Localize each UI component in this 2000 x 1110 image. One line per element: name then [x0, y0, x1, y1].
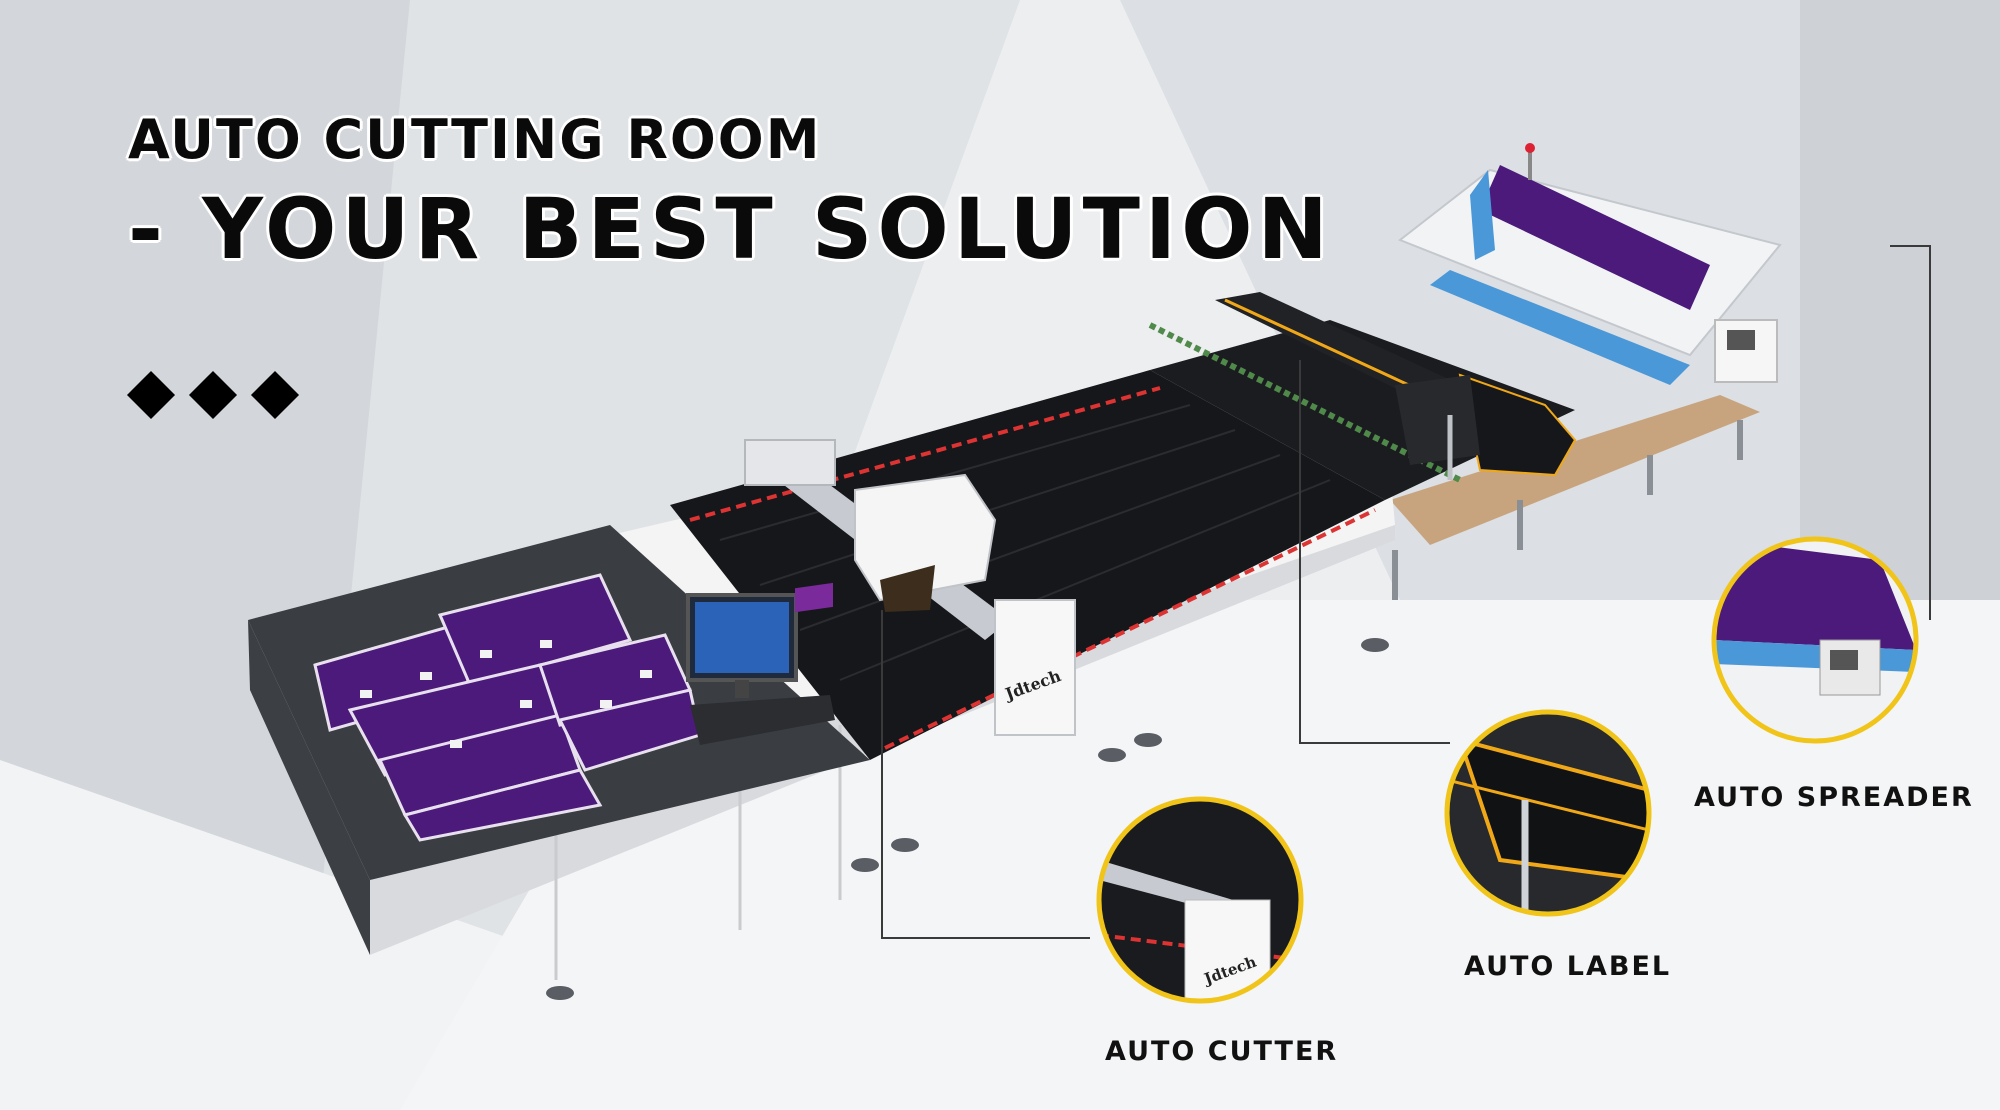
table-foot [1134, 733, 1162, 747]
cutting-conveyor [670, 370, 1385, 760]
auto-cutter-label: AUTO CUTTER [1105, 1036, 1339, 1067]
auto-label-label: AUTO LABEL [1464, 951, 1672, 982]
workstation-keyboard [690, 695, 835, 745]
spreader-control-panel [1714, 319, 1778, 383]
spreader-detail-circle [1711, 536, 1919, 744]
background-panel-far-right [1800, 0, 2000, 600]
cutter-detail-circle: Jdtech [1096, 796, 1304, 1004]
headline-line-2: - YOUR BEST SOLUTION [128, 180, 1333, 278]
cutter-carriage [994, 599, 1076, 736]
headline-line-1: AUTO CUTTING ROOM [128, 108, 822, 171]
label-leader-line [1299, 360, 1450, 744]
spreader-roller [1430, 270, 1690, 385]
spreader-leader-line [1890, 245, 1931, 620]
table-foot [1098, 748, 1126, 762]
cutting-room-machine: Jdtech [248, 143, 1782, 1000]
cutter-head [854, 473, 997, 602]
auto-spreader-label: AUTO SPREADER [1694, 782, 1974, 813]
table-foot [851, 858, 879, 872]
table-foot [546, 986, 574, 1000]
table-foot [1361, 638, 1389, 652]
spreader-table-top [1390, 395, 1760, 545]
label-detail-circle [1444, 709, 1652, 917]
spreader-fabric-roll [1480, 165, 1710, 310]
cutter-leader-line [881, 610, 1090, 939]
table-foot [891, 838, 919, 852]
